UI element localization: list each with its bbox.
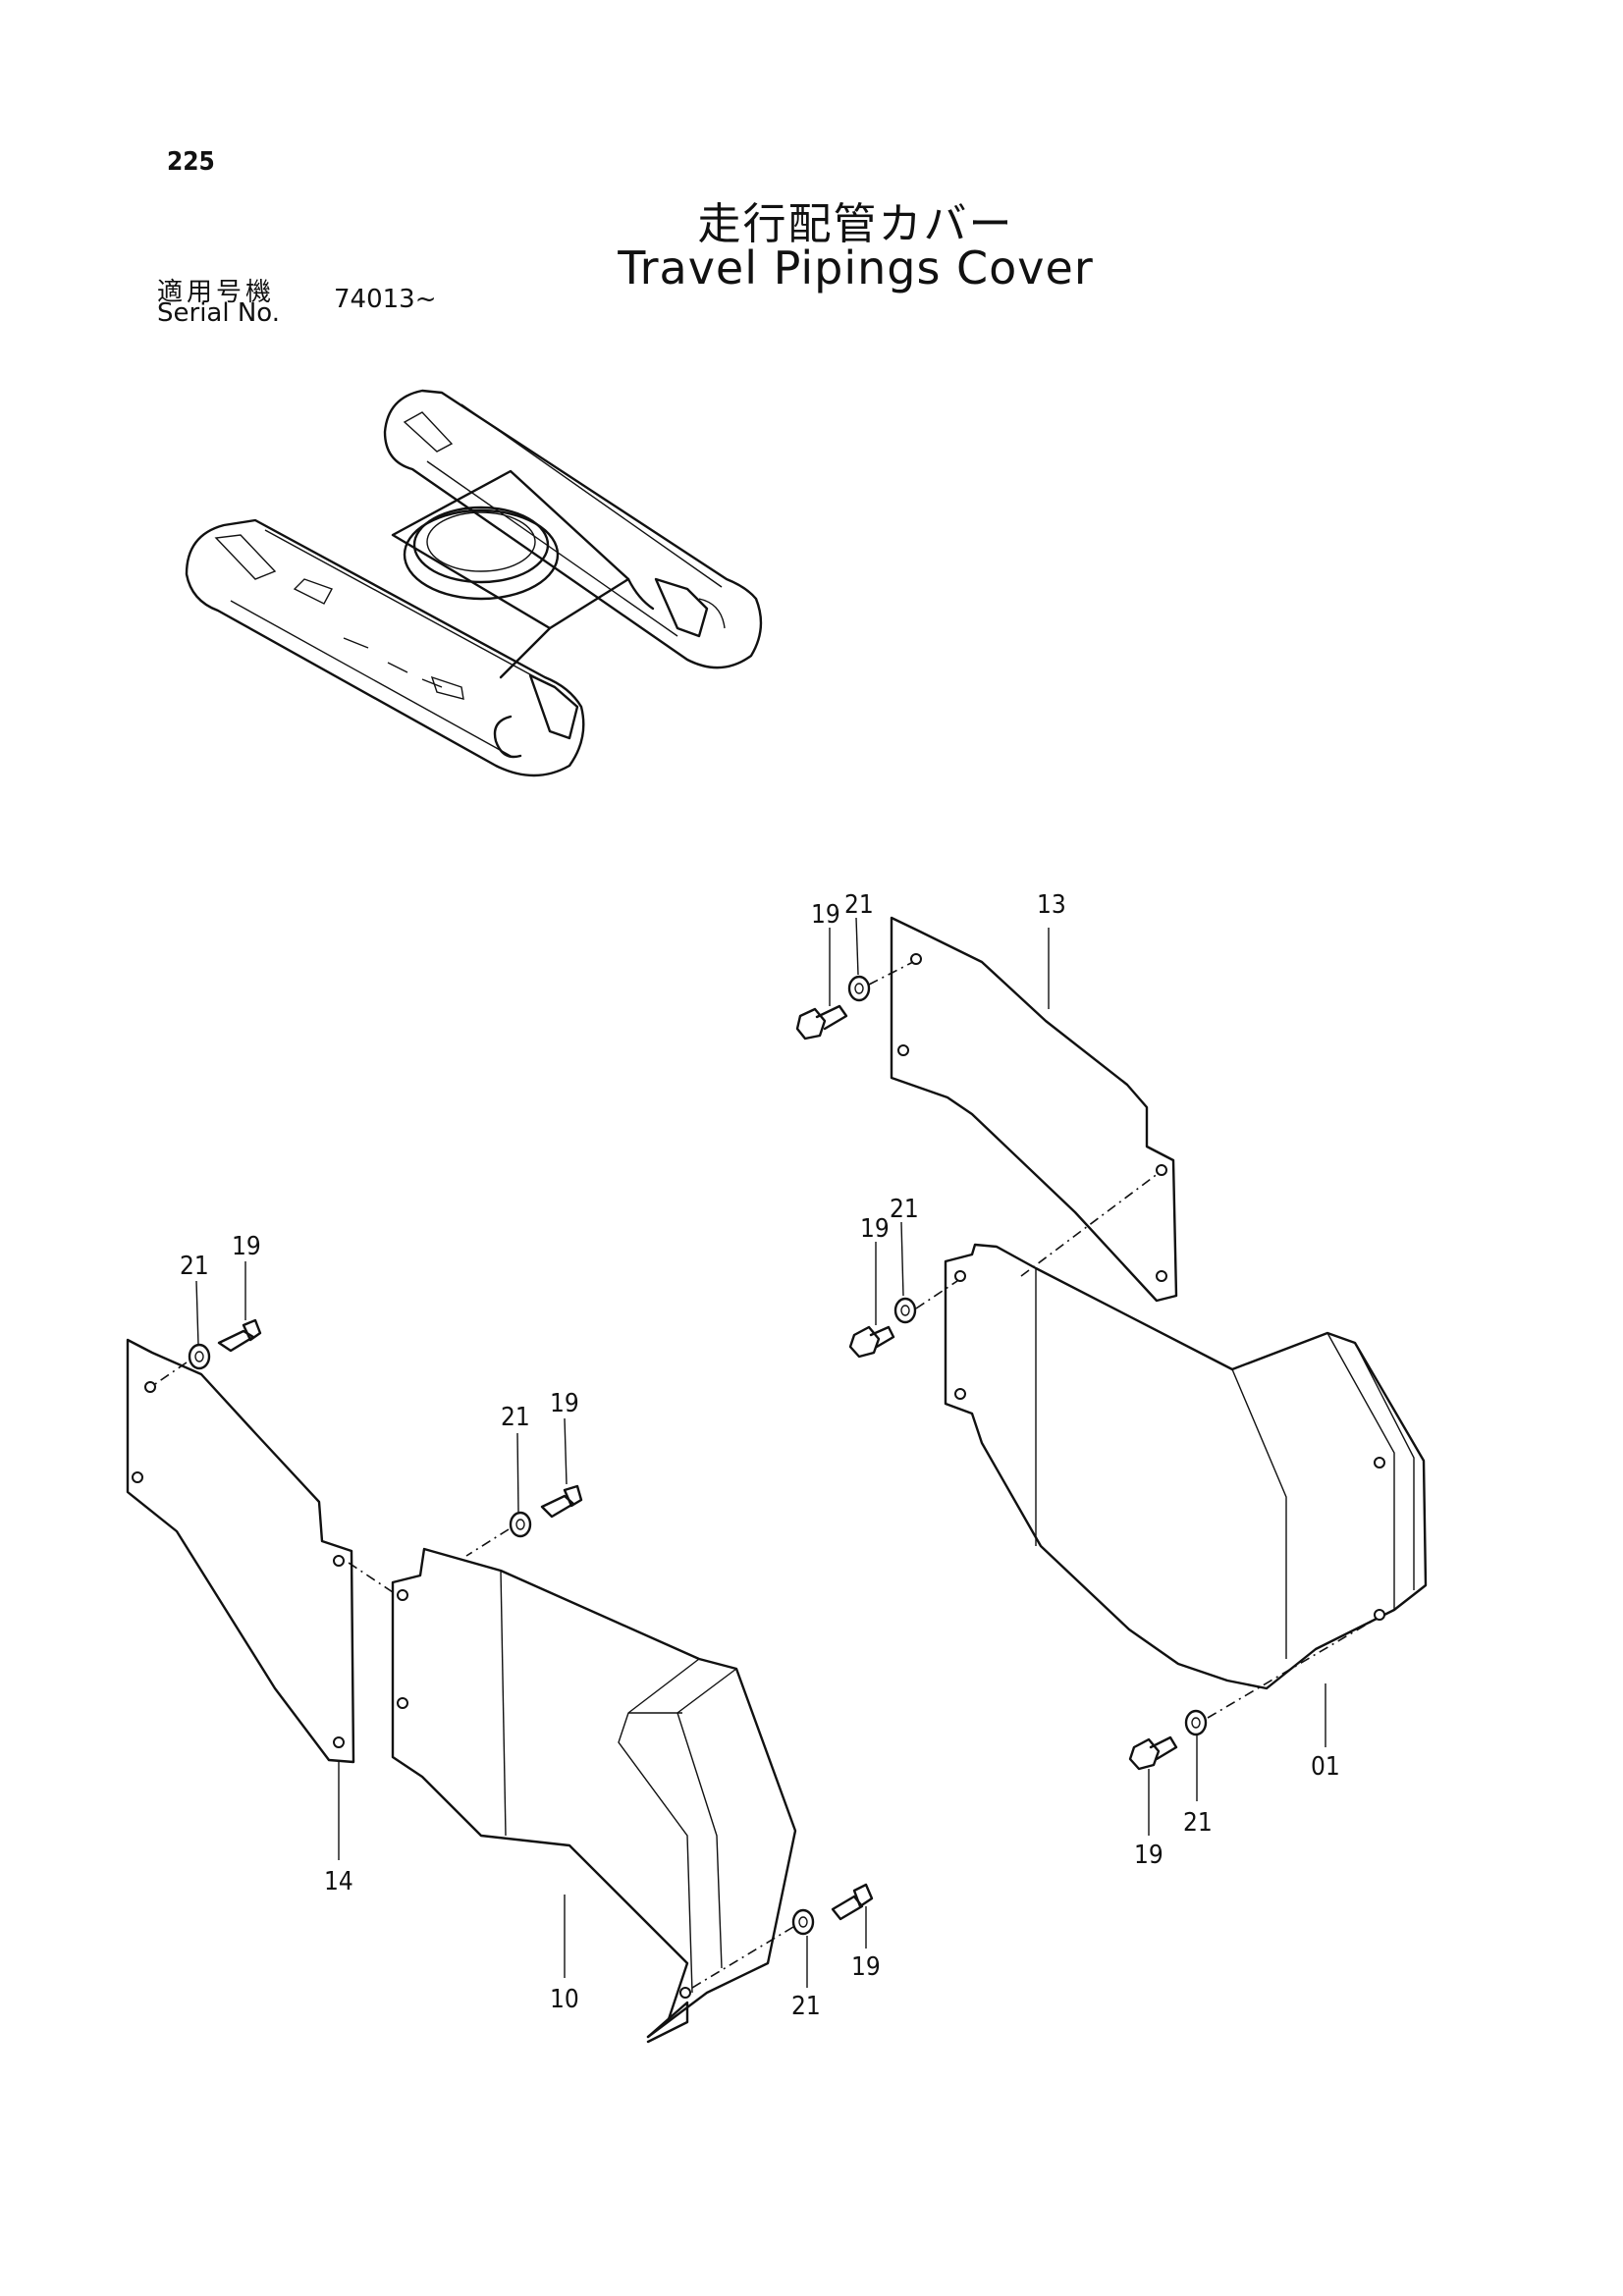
bolt-19-f bbox=[831, 1883, 874, 1921]
bolt-19-c bbox=[1128, 1735, 1178, 1771]
part-13-cover-plate bbox=[890, 916, 1178, 1303]
washer-21-e bbox=[509, 1511, 532, 1538]
callout-21-b: 21 bbox=[890, 1195, 919, 1224]
part-10-cover bbox=[391, 1547, 797, 2044]
bolt-19-e bbox=[540, 1484, 583, 1519]
washer-21-a bbox=[847, 975, 871, 1002]
page-title-japanese: 走行配管カバー bbox=[697, 199, 1014, 249]
part-01-cover bbox=[944, 1243, 1428, 1690]
serial-number-value: 74013~ bbox=[334, 285, 437, 314]
callout-19-c: 19 bbox=[1134, 1841, 1163, 1870]
callout-21-c: 21 bbox=[1183, 1808, 1213, 1838]
callout-19-b: 19 bbox=[860, 1214, 890, 1244]
bolts-and-washers bbox=[188, 975, 1208, 1936]
page-title-english: Travel Pipings Cover bbox=[618, 241, 1094, 294]
washer-21-c bbox=[1184, 1709, 1208, 1736]
callout-14: 14 bbox=[324, 1867, 353, 1896]
undercarriage-overview-illustration bbox=[185, 389, 763, 777]
page-number: 225 bbox=[167, 147, 215, 177]
callout-19-f: 19 bbox=[851, 1952, 881, 1982]
bolt-19-b bbox=[848, 1325, 895, 1359]
assembly-leader-lines bbox=[154, 917, 1376, 1989]
part-14-cover-plate bbox=[126, 1338, 355, 1764]
bolt-19-a bbox=[795, 1004, 848, 1041]
washer-21-b bbox=[893, 1297, 917, 1324]
serial-label-japanese: 適用号機 bbox=[157, 278, 276, 307]
callout-19-d: 19 bbox=[232, 1232, 261, 1261]
callout-13: 13 bbox=[1037, 890, 1066, 920]
serial-label-english: Serial No. bbox=[157, 298, 280, 328]
callout-21-d: 21 bbox=[180, 1252, 209, 1281]
callout-19-a: 19 bbox=[811, 900, 840, 930]
callout-10: 10 bbox=[550, 1985, 579, 2014]
bolt-19-d bbox=[217, 1318, 262, 1353]
washer-21-f bbox=[791, 1908, 815, 1936]
callout-21-e: 21 bbox=[501, 1403, 530, 1432]
callout-01: 01 bbox=[1311, 1752, 1340, 1782]
callout-21-f: 21 bbox=[791, 1992, 821, 2021]
callout-labels: 13 19 21 19 21 01 19 21 21 19 21 19 14 1… bbox=[180, 890, 1340, 2021]
callout-19-e: 19 bbox=[550, 1389, 579, 1418]
callout-21-a: 21 bbox=[844, 890, 874, 920]
washer-21-d bbox=[188, 1343, 211, 1370]
